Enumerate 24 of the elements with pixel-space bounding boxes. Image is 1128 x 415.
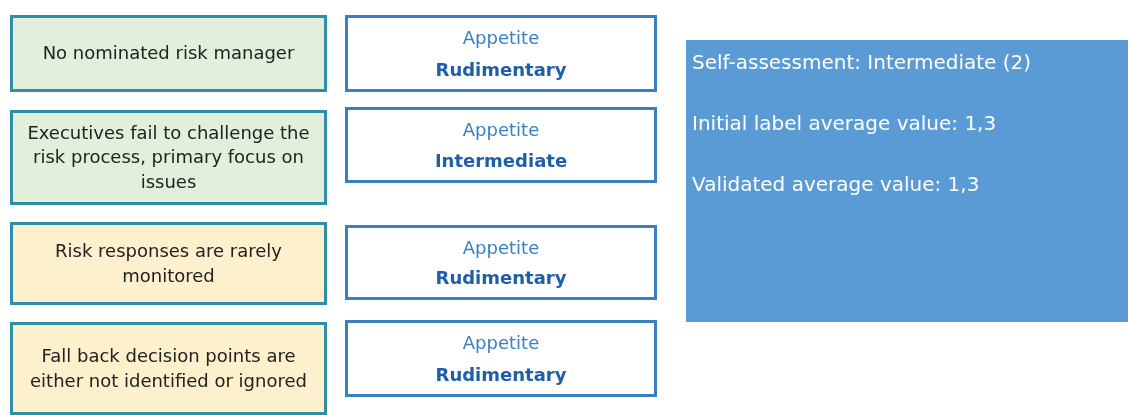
appetite-box xyxy=(345,225,657,300)
issue-box xyxy=(10,322,327,415)
issue-box xyxy=(10,15,327,92)
appetite-heading: Appetite xyxy=(462,27,540,49)
issue-box xyxy=(10,110,327,205)
maturity-level: Rudimentary xyxy=(435,58,567,80)
issue-box xyxy=(10,222,327,305)
appetite-heading: Appetite xyxy=(462,236,540,258)
summary-line: Self-assessment: Intermediate (2) xyxy=(692,50,1032,74)
issue-text: Fall back decision points are either not identified or ignored xyxy=(29,344,308,393)
maturity-level: Intermediate xyxy=(434,150,568,171)
summary-panel xyxy=(686,40,1128,322)
issue-text: No nominated risk manager xyxy=(42,41,295,66)
appetite-box xyxy=(345,107,657,183)
maturity-level: Rudimentary xyxy=(435,363,567,385)
appetite-heading: Appetite xyxy=(462,332,540,354)
appetite-heading: Appetite xyxy=(462,119,540,140)
appetite-box xyxy=(345,320,657,397)
summary-line: Validated average value: 1,3 xyxy=(692,172,980,196)
summary-line: Initial label average value: 1,3 xyxy=(692,111,997,135)
maturity-level: Rudimentary xyxy=(435,267,567,289)
appetite-box xyxy=(345,15,657,92)
issue-text: Executives fail to challenge the risk process, primary focus on issues xyxy=(26,121,311,194)
issue-text: Risk responses are rarely monitored xyxy=(54,239,283,288)
